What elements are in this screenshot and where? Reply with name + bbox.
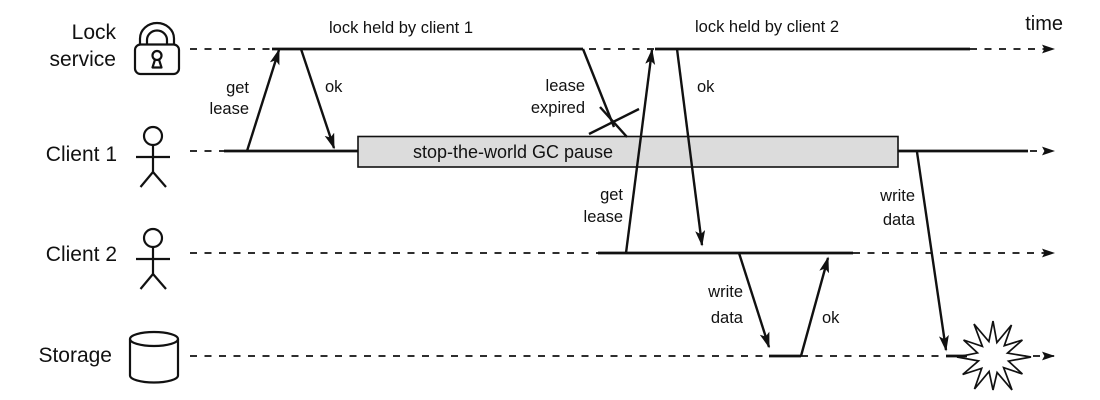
client2-get-lease-label-2: lease — [584, 208, 623, 226]
person-icon — [136, 125, 170, 188]
storage-ok-label: ok — [822, 309, 840, 327]
client2-write-data-arrow — [737, 252, 771, 349]
lock-ok-to-client2-arrow — [675, 48, 706, 247]
padlock-icon — [133, 21, 181, 76]
annotations: lock held by client 1 lock held by clien… — [210, 18, 916, 327]
lease-expired-mark — [581, 48, 640, 138]
person-icon — [136, 227, 170, 290]
client1-write-data-label-2: data — [883, 211, 916, 229]
lane-label-lock-service-line2: service — [49, 48, 116, 71]
gc-pause-label: stop-the-world GC pause — [413, 142, 613, 162]
gc-pause-box — [357, 135, 899, 168]
lock-ok-to-client1-arrow — [299, 48, 336, 150]
client2-get-lease-arrow — [624, 48, 656, 254]
message-arrows — [245, 48, 949, 357]
lane-label-client-2: Client 2 — [46, 243, 117, 266]
time-axis-label: time — [1025, 13, 1063, 35]
client2-get-lease-label-1: get — [600, 186, 623, 204]
lease-expired-label-1: lease — [546, 77, 585, 95]
client1-get-lease-arrow — [245, 48, 281, 152]
lease-expired-label-2: expired — [531, 99, 585, 117]
client2-ok-label: ok — [697, 78, 715, 96]
client2-write-data-label-1: write — [707, 283, 743, 301]
database-cylinder-icon — [128, 330, 180, 384]
storage-ok-to-client2-arrow — [799, 256, 830, 357]
explosion-icon — [956, 320, 1032, 391]
client1-write-data-label-1: write — [879, 187, 915, 205]
client2-write-data-label-2: data — [711, 309, 744, 327]
client1-ok-label: ok — [325, 78, 343, 96]
lock-held-client2-label: lock held by client 2 — [695, 18, 839, 36]
client1-get-lease-label-1: get — [226, 79, 249, 97]
lane-label-storage: Storage — [38, 344, 112, 367]
lane-label-client-1: Client 1 — [46, 143, 117, 166]
client1-write-data-arrow — [915, 151, 949, 352]
client1-get-lease-label-2: lease — [210, 100, 249, 118]
lane-labels: Lock service Client 1 Client 2 Storage t… — [38, 13, 1063, 367]
lock-held-client1-label: lock held by client 1 — [329, 19, 473, 37]
lane-label-lock-service-line1: Lock — [72, 21, 117, 44]
